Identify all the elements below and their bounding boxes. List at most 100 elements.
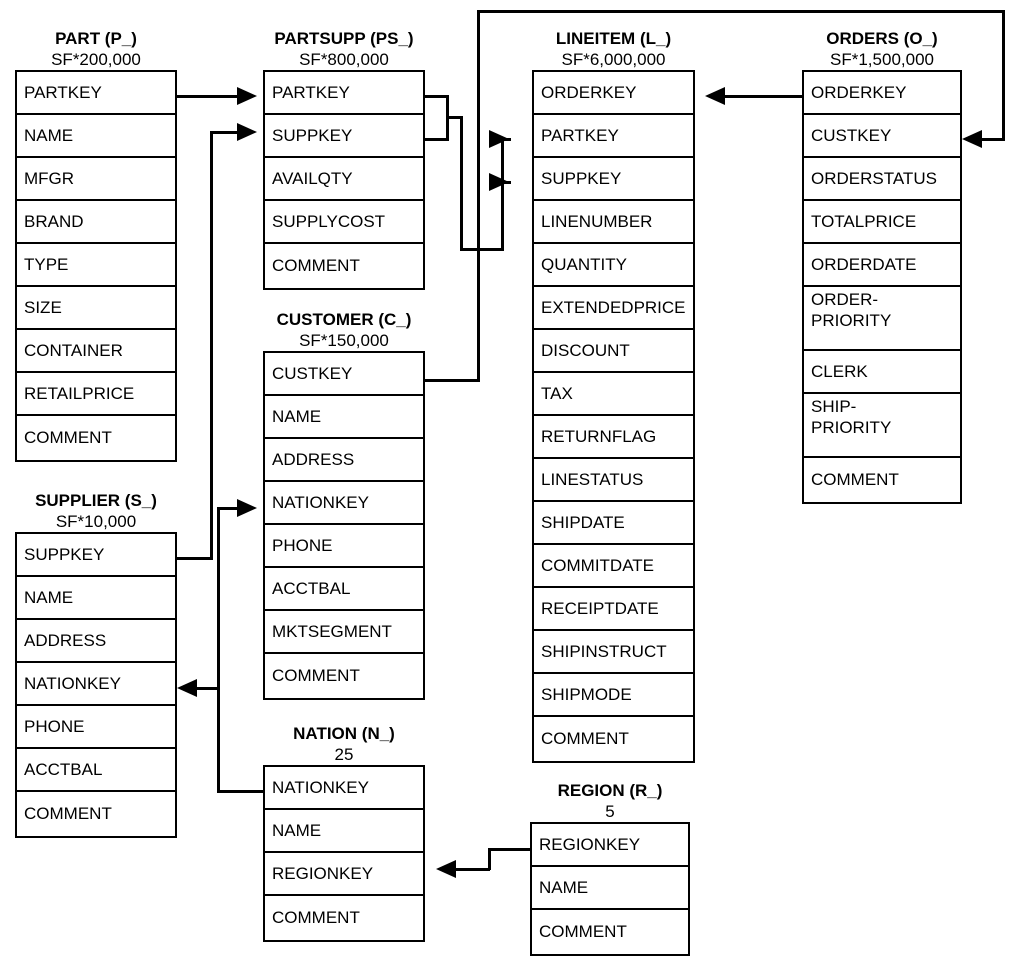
field-orders-orderstatus: ORDERSTATUS bbox=[804, 158, 960, 201]
connector-part-partsupp-line bbox=[177, 95, 239, 98]
table-supplier-title: SUPPLIER (S_) bbox=[35, 491, 157, 510]
field-region-name: NAME bbox=[532, 867, 688, 910]
connector-partsupp-lineitem-mid bbox=[446, 116, 463, 119]
field-orders-totalprice: TOTALPRICE bbox=[804, 201, 960, 244]
field-part-partkey: PARTKEY bbox=[17, 72, 175, 115]
field-lineitem-receiptdate: RECEIPTDATE bbox=[534, 588, 693, 631]
field-part-type: TYPE bbox=[17, 244, 175, 287]
field-orders-orderdate: ORDERDATE bbox=[804, 244, 960, 287]
table-orders-cardinality: SF*1,500,000 bbox=[830, 50, 934, 69]
connector-customer-orders-seg2 bbox=[477, 10, 480, 381]
connector-part-partsupp-arrow bbox=[237, 87, 257, 105]
table-nation-cardinality: 25 bbox=[334, 745, 354, 764]
field-customer-acctbal: ACCTBAL bbox=[265, 568, 423, 611]
field-supplier-phone: PHONE bbox=[17, 706, 175, 749]
table-region-cardinality: 5 bbox=[605, 802, 615, 821]
field-supplier-acctbal: ACCTBAL bbox=[17, 749, 175, 792]
field-lineitem-shipmode: SHIPMODE bbox=[534, 674, 693, 717]
field-partsupp-supplycost: SUPPLYCOST bbox=[265, 201, 423, 244]
field-customer-name: NAME bbox=[265, 396, 423, 439]
connector-partsupp-lineitem-pk-out bbox=[425, 95, 449, 98]
field-supplier-address: ADDRESS bbox=[17, 620, 175, 663]
field-partsupp-availqty: AVAILQTY bbox=[265, 158, 423, 201]
connector-nation-out-seg2 bbox=[217, 507, 220, 793]
field-nation-regionkey: REGIONKEY bbox=[265, 853, 423, 896]
field-lineitem-suppkey: SUPPKEY bbox=[534, 158, 693, 201]
connector-nation-out-seg1 bbox=[217, 790, 263, 793]
connector-nation-customer-arrow bbox=[237, 499, 257, 517]
field-orders-clerk: CLERK bbox=[804, 351, 960, 394]
field-part-mfgr: MFGR bbox=[17, 158, 175, 201]
field-customer-mktsegment: MKTSEGMENT bbox=[265, 611, 423, 654]
connector-nation-supplier-arrow bbox=[177, 679, 197, 697]
field-nation-nationkey: NATIONKEY bbox=[265, 767, 423, 810]
connector-orders-lineitem-arrow bbox=[705, 87, 725, 105]
connector-partsupp-lineitem-down bbox=[460, 116, 463, 251]
field-lineitem-shipinstruct: SHIPINSTRUCT bbox=[534, 631, 693, 674]
field-lineitem-tax: TAX bbox=[534, 373, 693, 416]
connector-customer-orders-seg3 bbox=[477, 10, 1005, 13]
field-lineitem-commitdate: COMMITDATE bbox=[534, 545, 693, 588]
field-part-retailprice: RETAILPRICE bbox=[17, 373, 175, 416]
field-orders-ship-priority: SHIP- PRIORITY bbox=[804, 394, 960, 458]
connector-region-nation-seg1 bbox=[488, 848, 532, 851]
connector-lineitem-suppkey-arrow bbox=[489, 173, 509, 191]
table-lineitem-cardinality: SF*6,000,000 bbox=[561, 50, 666, 69]
field-part-comment: COMMENT bbox=[17, 416, 175, 459]
field-customer-comment: COMMENT bbox=[265, 654, 423, 697]
table-region-title: REGION (R_) bbox=[557, 781, 663, 800]
connector-supplier-partsupp-arrow bbox=[237, 123, 257, 141]
field-nation-comment: COMMENT bbox=[265, 896, 423, 939]
field-region-comment: COMMENT bbox=[532, 910, 688, 953]
field-partsupp-comment: COMMENT bbox=[265, 244, 423, 287]
connector-customer-orders-seg1 bbox=[425, 379, 480, 382]
connector-partsupp-lineitem-split bbox=[501, 138, 504, 251]
field-part-name: NAME bbox=[17, 115, 175, 158]
field-lineitem-returnflag: RETURNFLAG bbox=[534, 416, 693, 459]
connector-lineitem-partkey-arrow bbox=[489, 130, 509, 148]
field-lineitem-linestatus: LINESTATUS bbox=[534, 459, 693, 502]
field-partsupp-suppkey: SUPPKEY bbox=[265, 115, 423, 158]
table-partsupp-title: PARTSUPP (PS_) bbox=[274, 29, 414, 48]
field-orders-orderkey: ORDERKEY bbox=[804, 72, 960, 115]
field-lineitem-shipdate: SHIPDATE bbox=[534, 502, 693, 545]
field-supplier-name: NAME bbox=[17, 577, 175, 620]
field-part-size: SIZE bbox=[17, 287, 175, 330]
table-supplier-cardinality: SF*10,000 bbox=[55, 512, 137, 531]
connector-supplier-partsupp-seg1 bbox=[177, 557, 213, 560]
field-lineitem-linenumber: LINENUMBER bbox=[534, 201, 693, 244]
connector-supplier-partsupp-seg3 bbox=[210, 131, 239, 134]
connector-region-nation-seg2 bbox=[488, 848, 491, 870]
field-customer-nationkey: NATIONKEY bbox=[265, 482, 423, 525]
connector-customer-orders-seg5 bbox=[982, 138, 1005, 141]
connector-region-nation-arrow bbox=[436, 860, 456, 878]
field-orders-custkey: CUSTKEY bbox=[804, 115, 960, 158]
field-region-regionkey: REGIONKEY bbox=[532, 824, 688, 867]
field-part-brand: BRAND bbox=[17, 201, 175, 244]
field-orders-comment: COMMENT bbox=[804, 458, 960, 501]
field-customer-address: ADDRESS bbox=[265, 439, 423, 482]
connector-supplier-partsupp-seg2 bbox=[210, 131, 213, 560]
connector-nation-supplier-seg bbox=[197, 687, 219, 690]
field-lineitem-extendedprice: EXTENDEDPRICE bbox=[534, 287, 693, 330]
table-part-title: PART (P_) bbox=[55, 29, 137, 48]
connector-nation-customer-seg bbox=[217, 507, 239, 510]
field-lineitem-discount: DISCOUNT bbox=[534, 330, 693, 373]
table-customer-title: CUSTOMER (C_) bbox=[276, 310, 412, 329]
field-lineitem-quantity: QUANTITY bbox=[534, 244, 693, 287]
connector-customer-orders-arrow bbox=[962, 130, 982, 148]
